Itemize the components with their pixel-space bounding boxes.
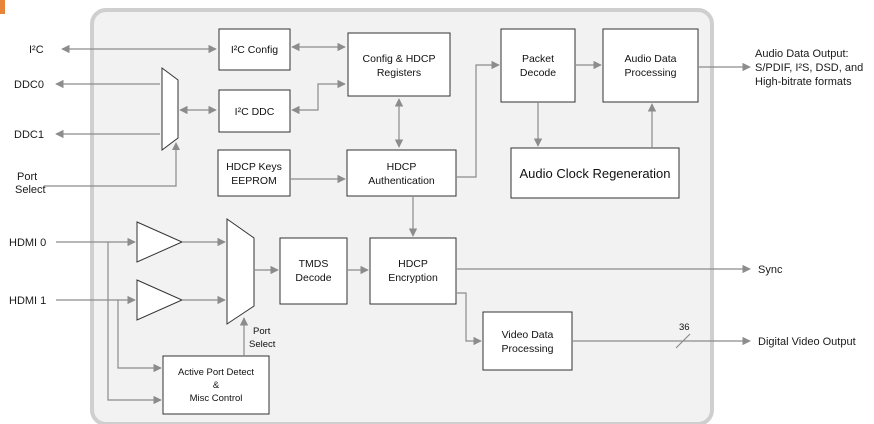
- config-hdcp-label-1: Config & HDCP: [363, 53, 436, 65]
- hdcp-enc-label-1: HDCP: [398, 258, 428, 270]
- audio-proc-label-1: Audio Data: [625, 53, 677, 65]
- ddc-mux: [161, 67, 179, 151]
- packet-decode-label-1: Packet: [522, 53, 554, 65]
- hdcp-enc-label-2: Encryption: [388, 272, 438, 284]
- port-select-label-2: Select: [15, 184, 46, 196]
- bus-width-label: 36: [679, 322, 690, 333]
- i2c-input-label: I²C: [29, 44, 44, 56]
- hdmi1-buffer: [136, 279, 184, 321]
- mux-port-select-label-2: Select: [249, 339, 276, 350]
- hdmi0-buffer: [136, 221, 184, 263]
- audio-proc-label-2: Processing: [625, 67, 677, 79]
- hdcp-keys-label-1: HDCP Keys: [226, 161, 282, 173]
- hdcp-auth-label-1: HDCP: [387, 161, 417, 173]
- hdcp-encryption-block: HDCP Encryption: [369, 237, 457, 305]
- config-hdcp-label-2: Registers: [377, 67, 421, 79]
- active-port-label-2: &: [213, 380, 220, 391]
- video-proc-label-2: Processing: [502, 343, 554, 355]
- active-port-label-1: Active Port Detect: [178, 367, 254, 378]
- port-select-label-1: Port: [17, 171, 37, 183]
- video-proc-label-1: Video Data: [502, 329, 554, 341]
- i2c-ddc-label: I²C DDC: [235, 106, 275, 118]
- tmds-decode-block: TMDS Decode: [279, 237, 348, 305]
- sync-output-label: Sync: [758, 264, 783, 276]
- i2c-ddc-block: I²C DDC: [218, 89, 291, 133]
- tmds-label-2: Decode: [295, 272, 331, 284]
- hdmi-mux: [226, 218, 255, 325]
- ddc0-input-label: DDC0: [14, 79, 44, 91]
- hdcp-keys-label-2: EEPROM: [231, 175, 277, 187]
- i2c-config-label: I²C Config: [231, 44, 278, 56]
- audio-data-processing-block: Audio Data Processing: [602, 28, 699, 103]
- corner-accent: [0, 0, 5, 14]
- mux-port-select-label-1: Port: [253, 326, 271, 337]
- digital-video-output-label: Digital Video Output: [758, 336, 856, 348]
- hdcp-keys-eeprom-block: HDCP Keys EEPROM: [217, 149, 291, 197]
- packet-decode-block: Packet Decode: [500, 28, 576, 103]
- hdmi1-input-label: HDMI 1: [9, 295, 46, 307]
- active-port-detect-block: Active Port Detect & Misc Control: [162, 355, 270, 415]
- active-port-label-3: Misc Control: [190, 393, 243, 404]
- ddc1-input-label: DDC1: [14, 129, 44, 141]
- audio-output-label-1: Audio Data Output:: [755, 48, 849, 60]
- hdcp-auth-label-2: Authentication: [368, 175, 435, 187]
- tmds-label-1: TMDS: [299, 258, 329, 270]
- hdmi0-input-label: HDMI 0: [9, 237, 46, 249]
- audio-output-label-2: S/PDIF, I²S, DSD, and: [755, 62, 863, 74]
- packet-decode-label-2: Decode: [520, 67, 556, 79]
- config-hdcp-registers-block: Config & HDCP Registers: [347, 32, 451, 97]
- audio-clock-regeneration-block: Audio Clock Regeneration: [510, 147, 680, 199]
- audio-clock-label: Audio Clock Regeneration: [519, 166, 670, 181]
- i2c-config-block: I²C Config: [218, 28, 291, 71]
- audio-output-label-3: High-bitrate formats: [755, 76, 852, 88]
- video-data-processing-block: Video Data Processing: [482, 311, 573, 371]
- hdcp-authentication-block: HDCP Authentication: [346, 149, 457, 197]
